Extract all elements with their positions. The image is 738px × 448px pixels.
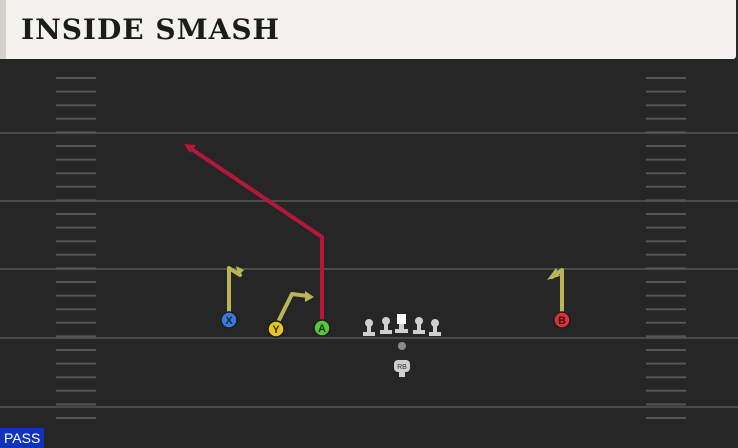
play-title: INSIDE SMASH	[21, 13, 280, 46]
arrowhead-y	[305, 291, 314, 302]
running-back-icon: RB	[394, 360, 410, 377]
player-a: A	[313, 319, 331, 337]
football-field	[0, 62, 738, 448]
play-type-badge: PASS	[0, 428, 45, 448]
lineman-icon	[380, 317, 392, 334]
quarterback-icon	[398, 342, 406, 350]
offensive-line	[363, 314, 441, 336]
route-y	[277, 292, 310, 322]
player-b: B	[553, 311, 571, 329]
routes	[184, 144, 564, 322]
lineman-icon	[413, 317, 425, 334]
route-x	[227, 266, 242, 314]
arrowhead-x	[236, 266, 244, 276]
player-b-label: B	[558, 315, 566, 327]
yard-lines	[0, 132, 738, 408]
player-y: Y	[267, 320, 285, 338]
lineman-icon	[429, 319, 441, 336]
hash-marks	[56, 77, 686, 419]
arrowhead-b	[547, 268, 560, 280]
player-a-label: A	[318, 323, 326, 335]
route-a	[188, 146, 324, 322]
center-icon	[395, 314, 408, 333]
player-y-label: Y	[272, 324, 280, 336]
rb-label: RB	[397, 364, 407, 371]
player-x: X	[220, 311, 238, 329]
play-header: INSIDE SMASH	[0, 0, 736, 59]
arrowhead-a	[184, 144, 196, 153]
player-x-label: X	[225, 315, 233, 327]
lineman-icon	[363, 319, 375, 336]
